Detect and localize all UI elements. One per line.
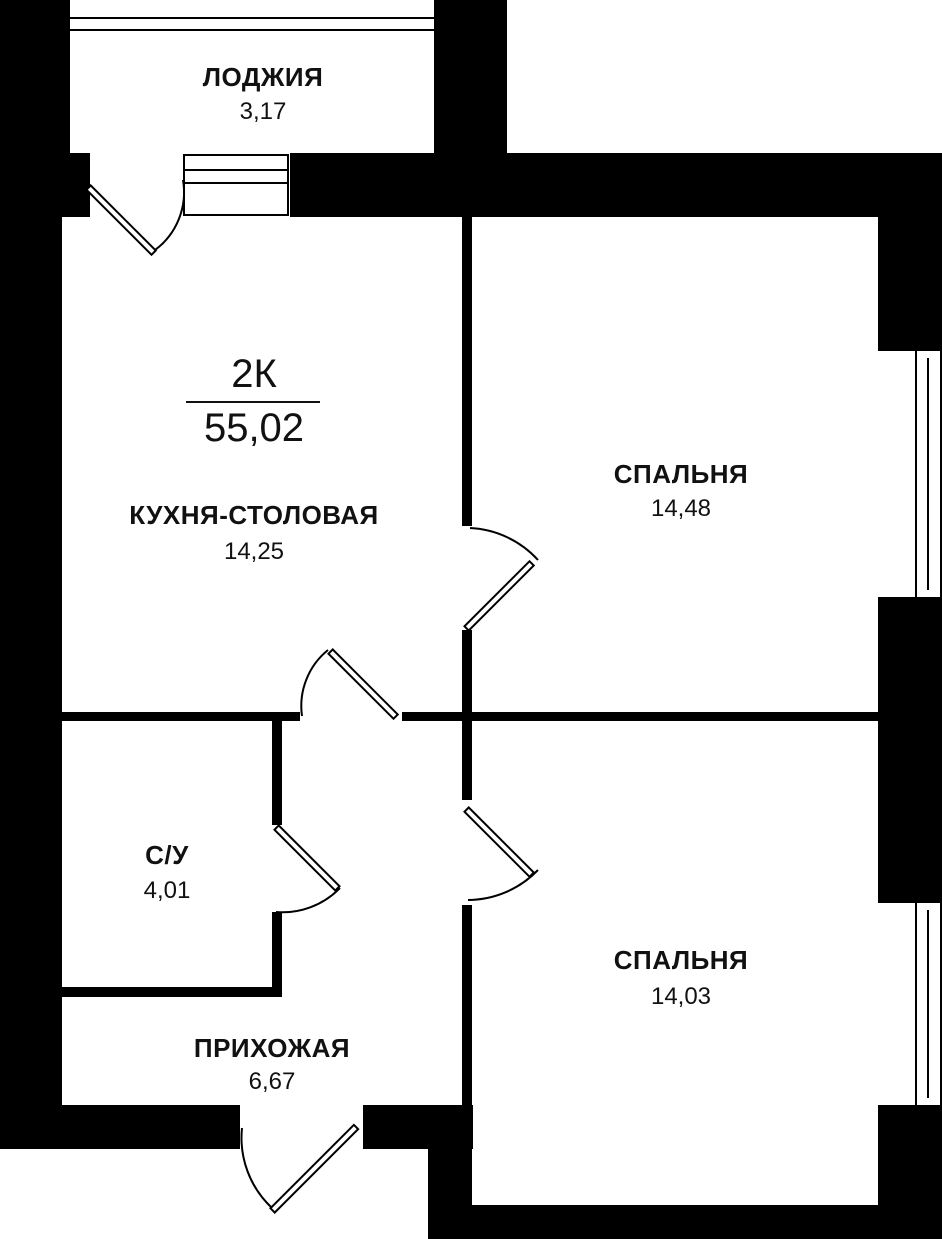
bottom-wall-left [0, 1105, 240, 1149]
apartment-type: 2К [231, 352, 277, 396]
room-area-hallway: 6,67 [248, 1068, 296, 1095]
apartment-total-area: 55,02 [203, 406, 305, 450]
room-name-bathroom: С/У [145, 840, 189, 870]
room-name-bedroom-1: СПАЛЬНЯ [613, 459, 749, 489]
window-bedroom2 [878, 901, 942, 1107]
room-area-bedroom-1: 14,48 [650, 495, 712, 522]
left-wall [0, 153, 62, 1133]
loggia-railing [70, 17, 434, 31]
loggia-block [183, 154, 289, 216]
wall-bath-right-lower [272, 912, 282, 997]
wall-kitchen-bedroom1 [462, 216, 472, 526]
room-area-loggia: 3,17 [239, 98, 287, 125]
wall-bedroom2-left-lower [462, 905, 472, 1120]
bottom-wall-right [428, 1205, 942, 1239]
room-area-bedroom-2: 14,03 [650, 983, 712, 1010]
door-bedroom2 [463, 806, 539, 901]
room-name-hallway: ПРИХОЖАЯ [193, 1033, 351, 1063]
wall-horizontal-left [62, 712, 300, 721]
door-kitchen [300, 648, 400, 721]
door-loggia [85, 179, 186, 257]
wall-horizontal-right [402, 712, 878, 721]
room-name-bedroom-2: СПАЛЬНЯ [613, 945, 749, 975]
door-entrance [240, 1123, 360, 1214]
wall-bath-right-upper [272, 720, 282, 825]
bottom-wall-step [428, 1105, 472, 1239]
window-bedroom1 [878, 349, 942, 599]
wall-bath-bottom [62, 987, 282, 997]
door-bathroom [273, 824, 341, 914]
room-name-kitchen: КУХНЯ-СТОЛОВАЯ [129, 500, 379, 530]
interior-walls [62, 216, 878, 1120]
wall-kitchen-bedroom1-lower [462, 630, 472, 720]
room-area-kitchen: 14,25 [223, 538, 285, 565]
doors [85, 179, 539, 1214]
wall-bedroom2-left-upper [462, 720, 472, 800]
top-wall [290, 153, 942, 217]
room-name-loggia: ЛОДЖИЯ [202, 62, 324, 92]
room-area-bathroom: 4,01 [143, 877, 191, 904]
type-area-divider [186, 401, 320, 403]
door-bedroom1 [463, 527, 539, 632]
